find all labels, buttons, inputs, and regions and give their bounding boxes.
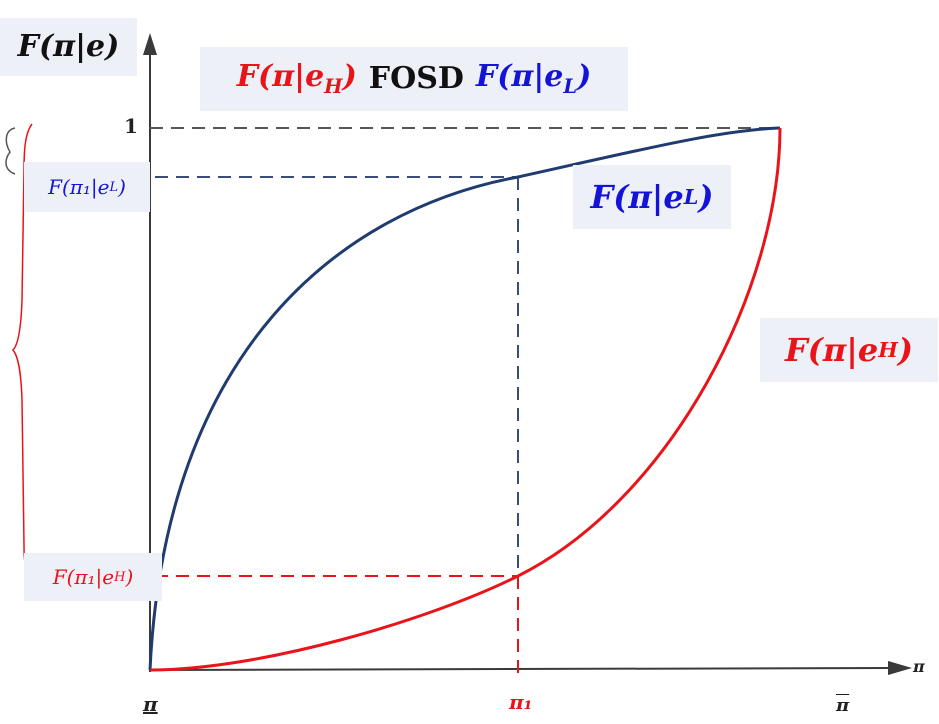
brace-upper [5, 127, 16, 175]
x-axis [149, 667, 891, 671]
x-axis-label: π [913, 657, 925, 676]
y-tick-one: 1 [124, 114, 138, 138]
x-axis-arrowhead [888, 661, 912, 675]
x-tick-upper-bound: π [836, 695, 850, 716]
fosd-header: F(π|eH) FOSD F(π|eL) [200, 47, 628, 111]
header-low-effort: F(π|eL) [475, 58, 592, 98]
y-axis-title: F(π|e) [0, 18, 137, 76]
curve-low-effort [148, 126, 781, 671]
curve-high-effort [149, 127, 782, 672]
y-axis-arrowhead [143, 33, 157, 55]
header-fosd: FOSD [368, 61, 464, 96]
header-high-effort: F(π|eH) [236, 58, 357, 98]
x-tick-lower-bound: π [143, 692, 158, 716]
x-tick-pi1: π₁ [509, 690, 533, 714]
